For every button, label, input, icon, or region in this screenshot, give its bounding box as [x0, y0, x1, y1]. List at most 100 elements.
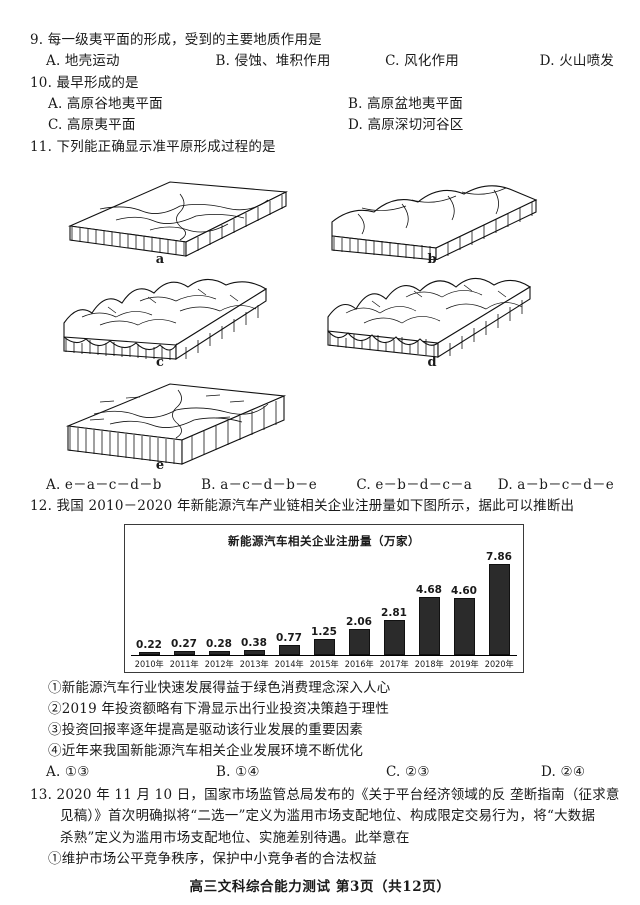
diagram-row-1: a: [30, 164, 614, 267]
x-tick-label: 2016年: [344, 659, 374, 670]
statement-12-1: ①新能源汽车行业快速发展得益于绿色消费理念深入人心: [48, 679, 391, 696]
block-diagram-d-svg: [327, 277, 532, 358]
bar-value-label: 4.68: [416, 583, 442, 596]
bar-column: 4.60: [449, 551, 479, 655]
bar-rect: [418, 596, 440, 655]
diagram-block-e: e: [30, 370, 302, 473]
option-9-b[interactable]: B. 侵蚀、堆积作用: [215, 53, 331, 70]
option-12-b[interactable]: B. ①④: [216, 763, 260, 780]
bar-rect: [138, 651, 160, 655]
x-tick-label: 2020年: [484, 659, 514, 670]
question-11-stem: 11. 下列能正确显示准平原形成过程的是: [30, 138, 276, 155]
statement-12-3: ③投资回报率逐年提高是驱动该行业发展的重要因素: [48, 721, 364, 738]
question-13-stem-line-3: 杀熟”定义为滥用市场支配地位、实施差别待遇。此举意在: [60, 829, 410, 846]
x-tick-label: 2017年: [379, 659, 409, 670]
bar-rect: [348, 629, 370, 655]
statement-13-1: ①维护市场公平竞争秩序，保护中小竞争者的合法权益: [48, 851, 377, 868]
question-10-options-row-2: C. 高原夷平面 D. 高原深切河谷区: [30, 115, 614, 136]
option-12-a[interactable]: A. ①③: [46, 763, 90, 780]
bar-value-label: 0.38: [241, 636, 267, 649]
bar-column: 2.06: [344, 551, 374, 655]
question-12-stem: 12. 我国 2010－2020 年新能源汽车产业链相关企业注册量如下图所示，据…: [30, 498, 575, 515]
question-13-stem-line-2: 见稿）》首次明确拟将“二选一”定义为滥用市场支配地位、构成限定交易行为，将“大数…: [60, 808, 596, 825]
option-11-c[interactable]: C. e－b－d－c－a: [356, 476, 473, 493]
diagram-block-b: b: [302, 164, 574, 267]
bar-value-label: 7.86: [486, 550, 512, 563]
bar-value-label: 0.22: [136, 638, 162, 651]
diagram-row-2: c: [30, 267, 614, 370]
diagram-label-d: d: [427, 354, 437, 370]
question-12-options: A. ①③ B. ①④ C. ②③ D. ②④: [30, 762, 614, 783]
bar-column: 0.77: [274, 551, 304, 655]
bar-rect: [453, 597, 475, 655]
diagram-block-d: d: [302, 267, 574, 370]
bar-value-label: 0.28: [206, 637, 232, 650]
option-9-c[interactable]: C. 风化作用: [385, 53, 459, 70]
diagram-row-3: e: [30, 370, 614, 473]
block-diagram-e-svg: [65, 383, 287, 465]
option-9-a[interactable]: A. 地壳运动: [46, 53, 120, 70]
diagram-label-b: b: [427, 251, 437, 267]
question-10-options-row-1: A. 高原谷地夷平面 B. 高原盆地夷平面: [30, 94, 614, 115]
question-9-stem: 9. 每一级夷平面的形成，受到的主要地质作用是: [30, 32, 322, 48]
option-11-a[interactable]: A. e－a－c－d－b: [46, 476, 162, 493]
diagram-label-e: e: [155, 457, 165, 473]
option-10-c[interactable]: C. 高原夷平面: [48, 117, 136, 134]
bar-rect: [173, 651, 195, 655]
bar-value-label: 0.27: [171, 638, 197, 651]
question-9-options: A. 地壳运动 B. 侵蚀、堆积作用 C. 风化作用 D. 火山喷发: [30, 51, 614, 72]
statement-12-4: ④近年来我国新能源汽车相关企业发展环境不断优化: [48, 742, 364, 759]
bar-column: 7.86: [484, 551, 514, 655]
chart-bars: 0.22 0.27 0.28 0.38 0.77 1.25 2.06 2.81 …: [131, 551, 517, 655]
option-9-d[interactable]: D. 火山喷发: [539, 53, 614, 70]
bar-rect: [383, 619, 405, 655]
bar-column: 0.27: [169, 551, 199, 655]
block-diagram-a-svg: [67, 181, 288, 257]
x-tick-label: 2011年: [169, 659, 199, 670]
chart-title: 新能源汽车相关企业注册量（万家）: [228, 533, 420, 548]
bar-column: 0.22: [134, 551, 164, 655]
statement-12-2: ②2019 年投资额略有下滑显示出行业投资决策趋于理性: [48, 700, 390, 717]
option-12-c[interactable]: C. ②③: [386, 763, 430, 780]
bar-column: 0.28: [204, 551, 234, 655]
bar-rect: [488, 563, 510, 655]
x-tick-label: 2010年: [134, 659, 164, 670]
x-tick-label: 2012年: [204, 659, 234, 670]
option-11-b[interactable]: B. a－c－d－b－e: [201, 476, 317, 493]
page-footer: 高三文科综合能力测试 第3页（共12页）: [189, 879, 451, 895]
diagram-block-a: a: [30, 164, 302, 267]
option-10-a[interactable]: A. 高原谷地夷平面: [48, 95, 163, 112]
chart-x-axis: 2010年 2011年 2012年 2013年 2014年 2015年 2016…: [131, 654, 517, 670]
new-energy-vehicle-bar-chart: 新能源汽车相关企业注册量（万家） 0.22 0.27 0.28 0.38 0.7…: [124, 523, 524, 673]
bar-rect: [208, 650, 230, 655]
x-tick-label: 2018年: [414, 659, 444, 670]
bar-value-label: 0.77: [276, 632, 302, 645]
question-10-stem: 10. 最早形成的是: [30, 74, 139, 91]
bar-column: 0.38: [239, 551, 269, 655]
bar-column: 4.68: [414, 551, 444, 655]
x-tick-label: 2014年: [274, 659, 304, 670]
block-diagram-c-svg: [63, 278, 268, 360]
bar-rect: [243, 649, 265, 655]
diagram-label-a: a: [155, 251, 165, 267]
bar-value-label: 2.06: [346, 616, 372, 629]
bar-column: 2.81: [379, 551, 409, 655]
x-tick-label: 2019年: [449, 659, 479, 670]
x-tick-label: 2015年: [309, 659, 339, 670]
bar-value-label: 4.60: [451, 584, 477, 597]
bar-rect: [278, 645, 300, 655]
diagram-label-c: c: [156, 354, 164, 370]
chart-plot-area: 0.22 0.27 0.28 0.38 0.77 1.25 2.06 2.81 …: [131, 551, 517, 655]
option-10-b[interactable]: B. 高原盆地夷平面: [348, 95, 464, 112]
option-12-d[interactable]: D. ②④: [541, 763, 586, 780]
option-11-d[interactable]: D. a－b－c－d－e: [497, 476, 614, 493]
x-tick-label: 2013年: [239, 659, 269, 670]
terrain-block-diagrams: a: [30, 164, 614, 473]
block-diagram-b-svg: [331, 185, 538, 260]
diagram-block-c: c: [30, 267, 302, 370]
option-10-d[interactable]: D. 高原深切河谷区: [348, 117, 464, 134]
question-13-stem-line-1: 13. 2020 年 11 月 10 日，国家市场监管总局发布的《关于平台经济领…: [30, 787, 620, 804]
bar-rect: [313, 639, 335, 655]
bar-column: 1.25: [309, 551, 339, 655]
